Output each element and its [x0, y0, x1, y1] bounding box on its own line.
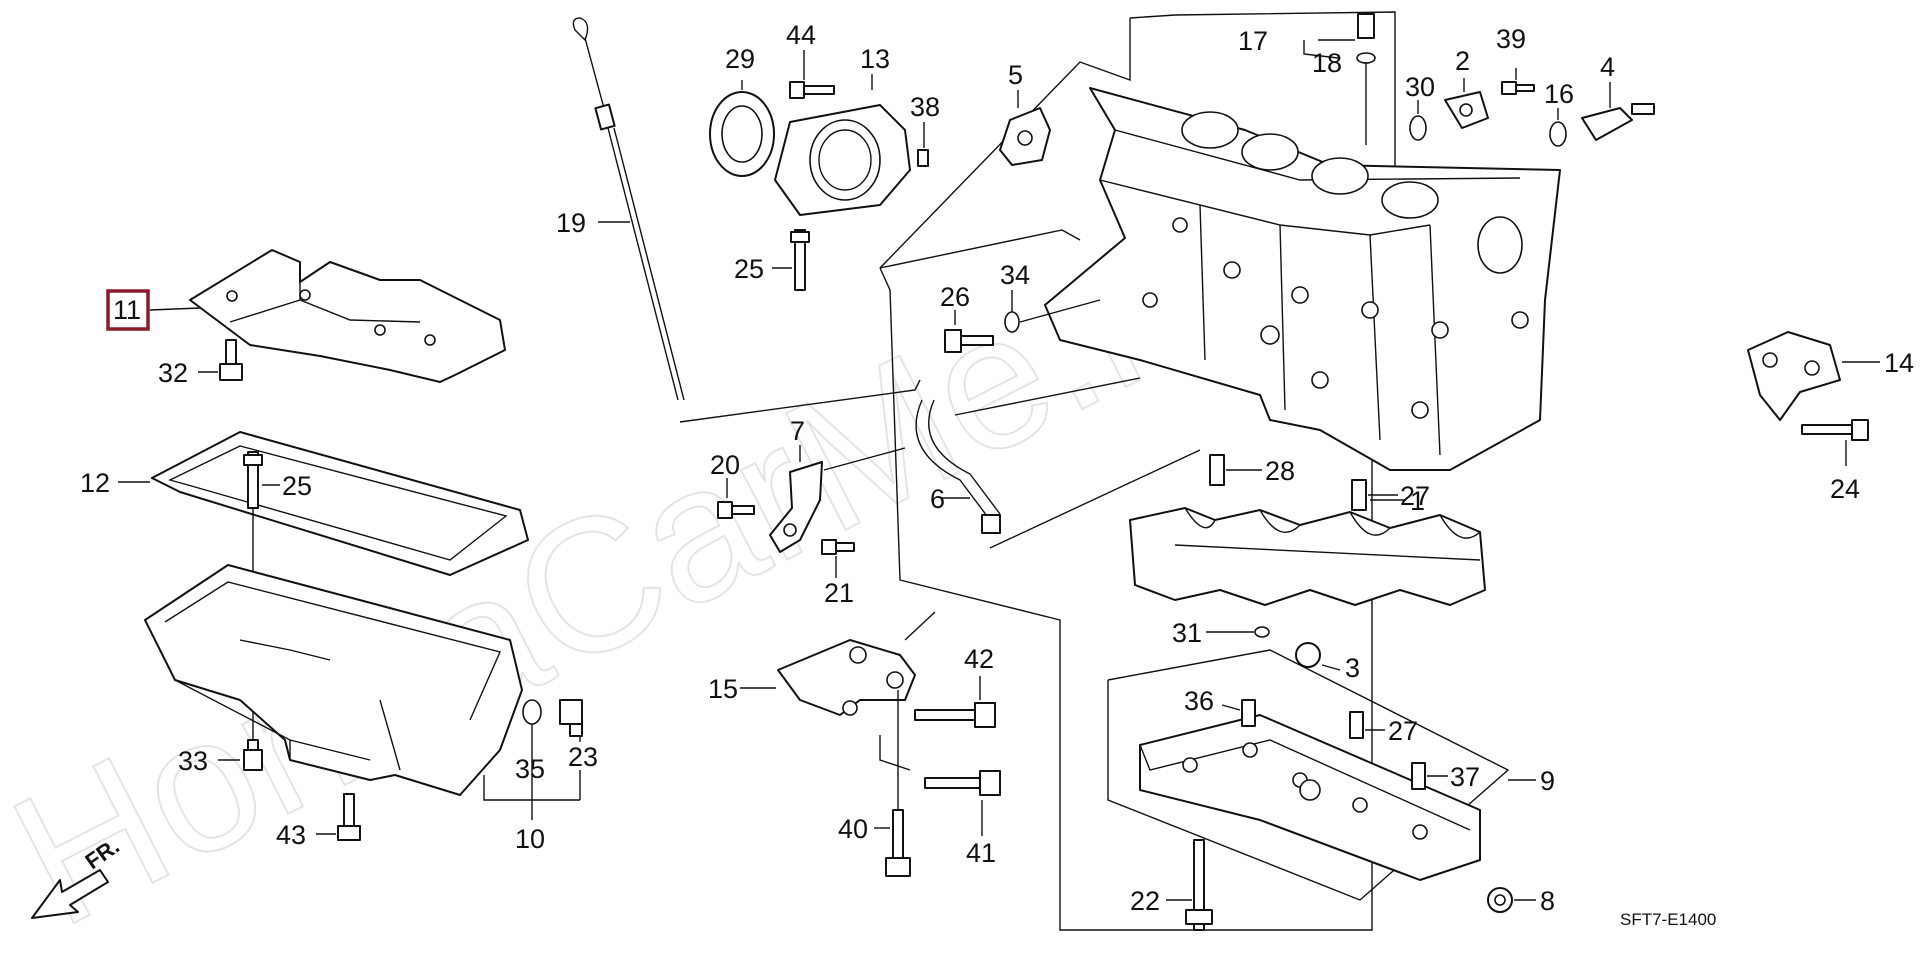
bolt-32 [219, 339, 243, 381]
dowel-27-lower [1349, 711, 1364, 739]
label-6: 6 [930, 484, 945, 514]
label-24: 24 [1830, 474, 1860, 504]
label-12: 12 [80, 468, 110, 498]
label-30: 30 [1405, 72, 1435, 102]
diagram-code: SFT7-E1400 [1620, 910, 1716, 929]
label-42: 42 [964, 644, 994, 674]
plug-17 [1356, 13, 1376, 64]
label-4: 4 [1600, 52, 1615, 82]
label-14: 14 [1884, 348, 1914, 378]
label-37: 37 [1450, 762, 1480, 792]
oil-pan-10 [144, 564, 523, 796]
label-38: 38 [910, 92, 940, 122]
label-2: 2 [1455, 46, 1470, 76]
oil-pan-gasket-12 [151, 431, 529, 576]
label-8: 8 [1540, 886, 1555, 916]
drain-plug-8 [1487, 887, 1513, 913]
label-1: 1 [1410, 486, 1425, 516]
label-20: 20 [710, 450, 740, 480]
label-9: 9 [1540, 766, 1555, 796]
label-5: 5 [1008, 60, 1023, 90]
stud-25-upper [790, 229, 810, 291]
label-39: 39 [1496, 24, 1526, 54]
dowel-28 [1209, 454, 1225, 486]
bracket-5 [999, 107, 1051, 166]
label-36: 36 [1184, 686, 1214, 716]
label-21: 21 [824, 578, 854, 608]
lower-block-9 [1139, 714, 1481, 881]
dowel-36 [1241, 699, 1256, 727]
bolt-26 [944, 329, 994, 353]
cylinder-block [1044, 87, 1561, 471]
bolt-44 [789, 81, 835, 99]
clamp-7 [769, 461, 823, 553]
sensor-4 [1581, 103, 1655, 141]
label-23: 23 [568, 742, 598, 772]
bolt-21 [821, 539, 855, 555]
pipe-6 [915, 399, 1001, 534]
label-27-lower: 27 [1388, 716, 1418, 746]
oil-seal-29 [709, 91, 775, 177]
label-29: 29 [725, 44, 755, 74]
label-34: 34 [1000, 260, 1030, 290]
label-25-upper: 25 [734, 254, 764, 284]
label-41: 41 [966, 838, 996, 868]
bolt-42 [914, 702, 996, 728]
dowel-27-upper [1351, 479, 1367, 511]
washer-35 [522, 699, 542, 725]
engine-block-outline [879, 11, 1396, 931]
label-25-lower: 25 [282, 471, 312, 501]
label-15: 15 [708, 674, 738, 704]
bolt-24 [1801, 419, 1869, 441]
label-22: 22 [1130, 886, 1160, 916]
label-13: 13 [860, 44, 890, 74]
label-40: 40 [838, 814, 868, 844]
seal-housing-13 [774, 104, 911, 216]
o-ring-31 [1254, 626, 1270, 638]
dipstick-19 [572, 17, 685, 401]
label-17: 17 [1238, 26, 1268, 56]
label-44: 44 [786, 20, 816, 50]
dowel-38 [917, 149, 929, 167]
label-32: 32 [158, 358, 188, 388]
label-27-upper: 27 [1400, 481, 1430, 511]
bolt-39 [1501, 81, 1535, 95]
drain-plug-23 [559, 699, 583, 737]
label-31: 31 [1172, 618, 1202, 648]
label-28: 28 [1265, 456, 1295, 486]
bolt-40 [885, 809, 911, 877]
bearing-caps-upper [1129, 507, 1486, 606]
baffle-plate-11 [189, 249, 506, 383]
washer-30 [1409, 115, 1427, 141]
label-7: 7 [790, 416, 805, 446]
label-19: 19 [556, 208, 586, 238]
label-18: 18 [1312, 48, 1342, 78]
label-33: 33 [178, 746, 208, 776]
label-16: 16 [1544, 79, 1574, 109]
bolt-22 [1185, 839, 1213, 931]
label-11: 11 [113, 295, 141, 325]
stiffener-15 [777, 639, 916, 716]
highlight-box-11 [106, 289, 150, 331]
drain-bolt-33 [243, 739, 263, 771]
sensor-2 [1444, 91, 1489, 129]
bracket-14 [1747, 331, 1841, 421]
label-35: 35 [515, 754, 545, 784]
front-arrow-icon [31, 869, 109, 919]
label-43: 43 [276, 820, 306, 850]
label-26: 26 [940, 282, 970, 312]
dowel-37 [1411, 762, 1426, 790]
washer-34 [1004, 311, 1020, 333]
label-10: 10 [515, 824, 545, 854]
plug-3 [1295, 642, 1321, 668]
bolt-41 [924, 770, 1001, 796]
bolt-20 [717, 501, 755, 519]
bolt-43 [337, 793, 361, 841]
label-3: 3 [1345, 653, 1360, 683]
washer-16 [1549, 121, 1567, 147]
